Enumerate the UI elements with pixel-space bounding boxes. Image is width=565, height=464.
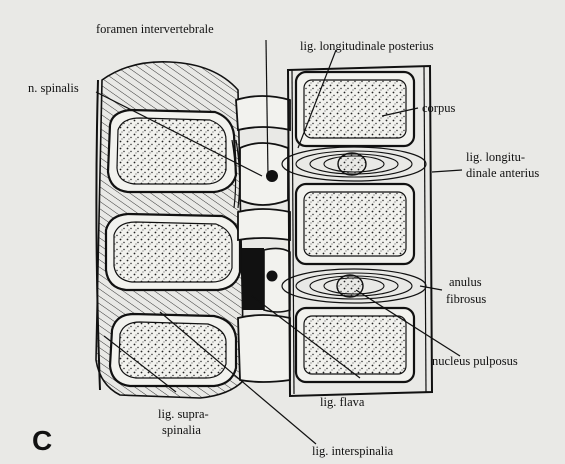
label-anulus-fibrosus-1: anulus [449,275,482,289]
label-n-spinalis: n. spinalis [28,81,79,95]
label-lig-supraspinalia-1: lig. supra- [158,407,209,421]
label-anulus-fibrosus-2: fibrosus [446,292,486,306]
label-nucleus-pulposus: nucleus pulposus [432,354,518,368]
panel-letter: C [32,425,52,456]
label-lig-longitudinale-anterius-1: lig. longitu- [466,150,525,164]
nerve-dot-lower [267,271,278,282]
label-lig-flava: lig. flava [320,395,365,409]
label-lig-interspinalia: lig. interspinalia [312,444,394,458]
label-lig-supraspinalia-2: spinalia [162,423,201,437]
label-foramen-intervertebrale: foramen intervertebrale [96,22,214,36]
label-lig-longitudinale-anterius-2: dinale anterius [466,166,539,180]
label-corpus: corpus [422,101,455,115]
vertebral-bodies [282,66,432,396]
lig-flava-shade [242,248,264,310]
label-lig-longitudinale-posterius: lig. longitudinale posterius [300,39,434,53]
